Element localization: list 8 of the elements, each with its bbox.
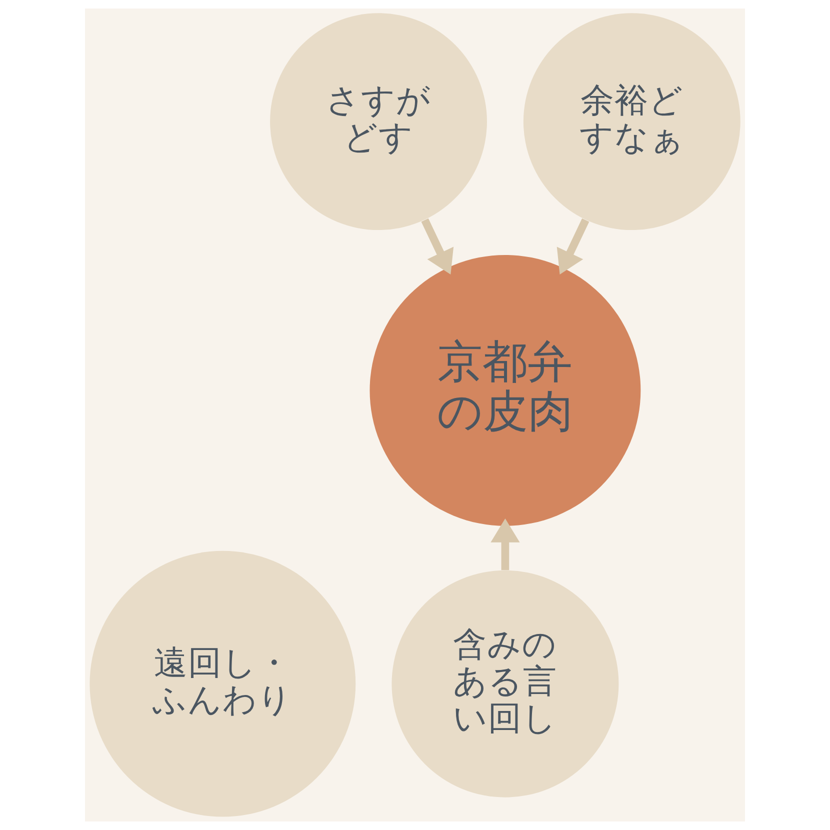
node-circle: さすがどす [270, 13, 487, 230]
node-circle: 遠回し・ふんわり [90, 550, 356, 817]
arrow [421, 218, 454, 274]
arrow [556, 218, 590, 274]
arrow [490, 518, 520, 570]
node-circle: 余裕どすなぁ [523, 13, 740, 230]
node-circle: 京都弁の皮肉 [370, 254, 641, 526]
node-circle: 含みのある言い回し [392, 570, 619, 798]
